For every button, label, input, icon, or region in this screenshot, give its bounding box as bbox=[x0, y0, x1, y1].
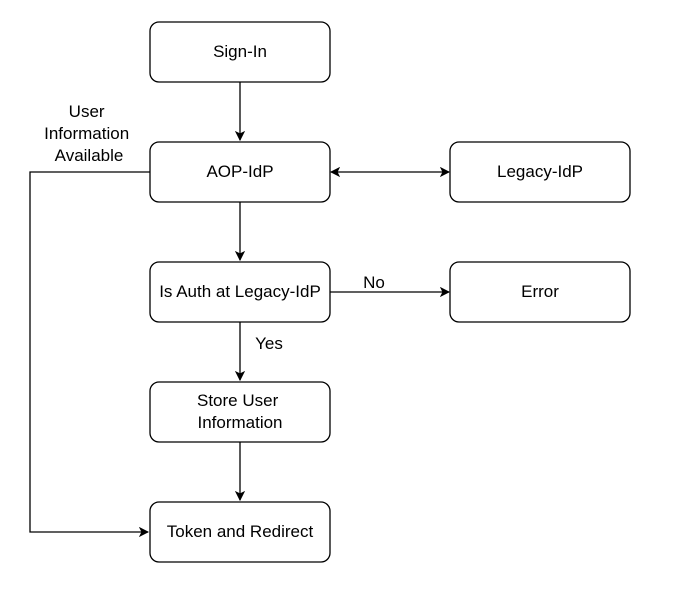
node-token-redirect: Token and Redirect bbox=[149, 501, 331, 563]
node-sign-in: Sign-In bbox=[149, 21, 331, 83]
edge-label-user-info-line1: User bbox=[69, 102, 105, 121]
edge-label-user-info-line2: Information bbox=[44, 124, 129, 143]
node-store-user: Store User Information bbox=[149, 381, 331, 443]
node-sign-in-label: Sign-In bbox=[213, 42, 267, 61]
node-error-label: Error bbox=[521, 282, 559, 301]
edge-label-yes: Yes bbox=[255, 334, 283, 353]
node-aop-idp-label: AOP-IdP bbox=[206, 162, 273, 181]
node-aop-idp: AOP-IdP bbox=[149, 141, 331, 203]
edge-label-user-info-line3: Available bbox=[55, 146, 124, 165]
edge-label-user-info: User Information Available bbox=[44, 102, 134, 165]
node-is-auth: Is Auth at Legacy-IdP bbox=[149, 261, 331, 323]
edge-labels: User Information Available No Yes bbox=[44, 102, 385, 353]
node-store-user-label: Store User Information bbox=[197, 391, 283, 432]
node-legacy-idp: Legacy-IdP bbox=[449, 141, 631, 203]
edge-aop-to-token-bypass bbox=[29, 171, 150, 532]
connectors bbox=[29, 82, 449, 532]
node-store-user-line1: Store User bbox=[197, 391, 279, 410]
node-store-user-line2: Information bbox=[197, 413, 282, 432]
node-token-redirect-label: Token and Redirect bbox=[167, 522, 314, 541]
node-is-auth-label: Is Auth at Legacy-IdP bbox=[159, 282, 321, 301]
edge-label-no: No bbox=[363, 273, 385, 292]
node-error: Error bbox=[449, 261, 631, 323]
node-legacy-idp-label: Legacy-IdP bbox=[497, 162, 583, 181]
